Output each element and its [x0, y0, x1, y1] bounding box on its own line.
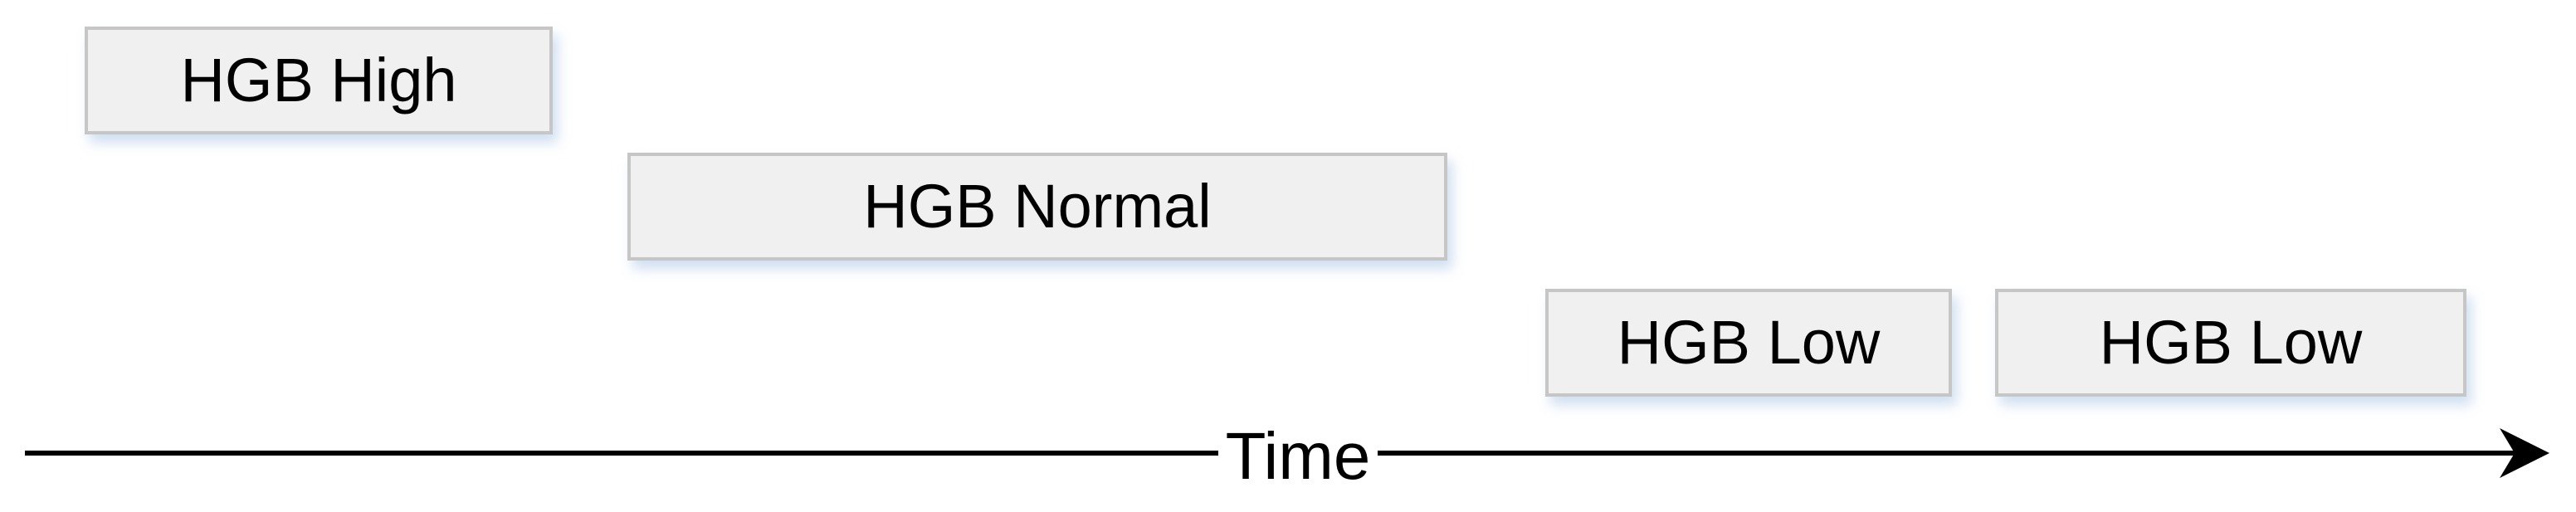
- interval-label: HGB Low: [1617, 308, 1881, 377]
- interval-hgb-high: HGB High: [85, 27, 553, 134]
- time-axis-label: Time: [1218, 422, 1378, 491]
- arrowhead-icon: [2500, 428, 2549, 478]
- interval-label: HGB Low: [2099, 308, 2363, 377]
- interval-hgb-low-second: HGB Low: [1995, 289, 2466, 397]
- interval-label: HGB High: [180, 46, 457, 115]
- interval-hgb-normal: HGB Normal: [627, 153, 1447, 261]
- interval-hgb-low-first: HGB Low: [1545, 289, 1952, 397]
- interval-label: HGB Normal: [863, 172, 1212, 241]
